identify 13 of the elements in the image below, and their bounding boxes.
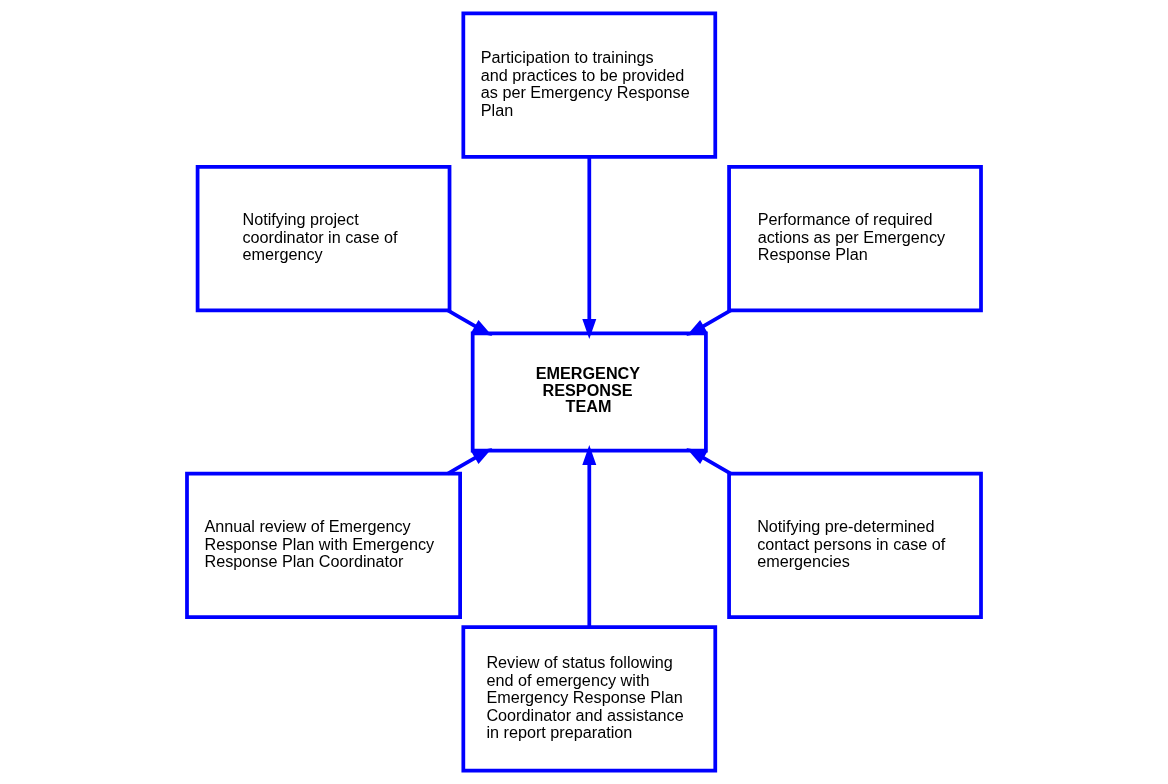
node-box: Review of status following end of emergency with Emergency Response Plan Coordinator and assistance in report preparation: [461, 625, 718, 773]
node-box: Notifying pre-determined contact persons in case of emergencies: [727, 471, 983, 619]
node-box: EMERGENCY RESPONSE TEAM: [470, 331, 708, 453]
arrow: [686, 308, 732, 336]
arrow: [582, 444, 597, 627]
node-box: Participation to trainings and practices to be provided as per Emergency Response Plan: [461, 11, 718, 159]
arrow: [582, 157, 597, 340]
node-box: Performance of required actions as per Emergency Response Plan: [727, 165, 983, 313]
node-box: Annual review of Emergency Response Plan with Emergency Response Plan Coordinator: [185, 471, 462, 619]
arrow: [686, 448, 732, 476]
arrow: [446, 448, 493, 476]
arrow: [446, 308, 493, 336]
node-box: Notifying project coordinator in case of emergency: [195, 165, 452, 313]
